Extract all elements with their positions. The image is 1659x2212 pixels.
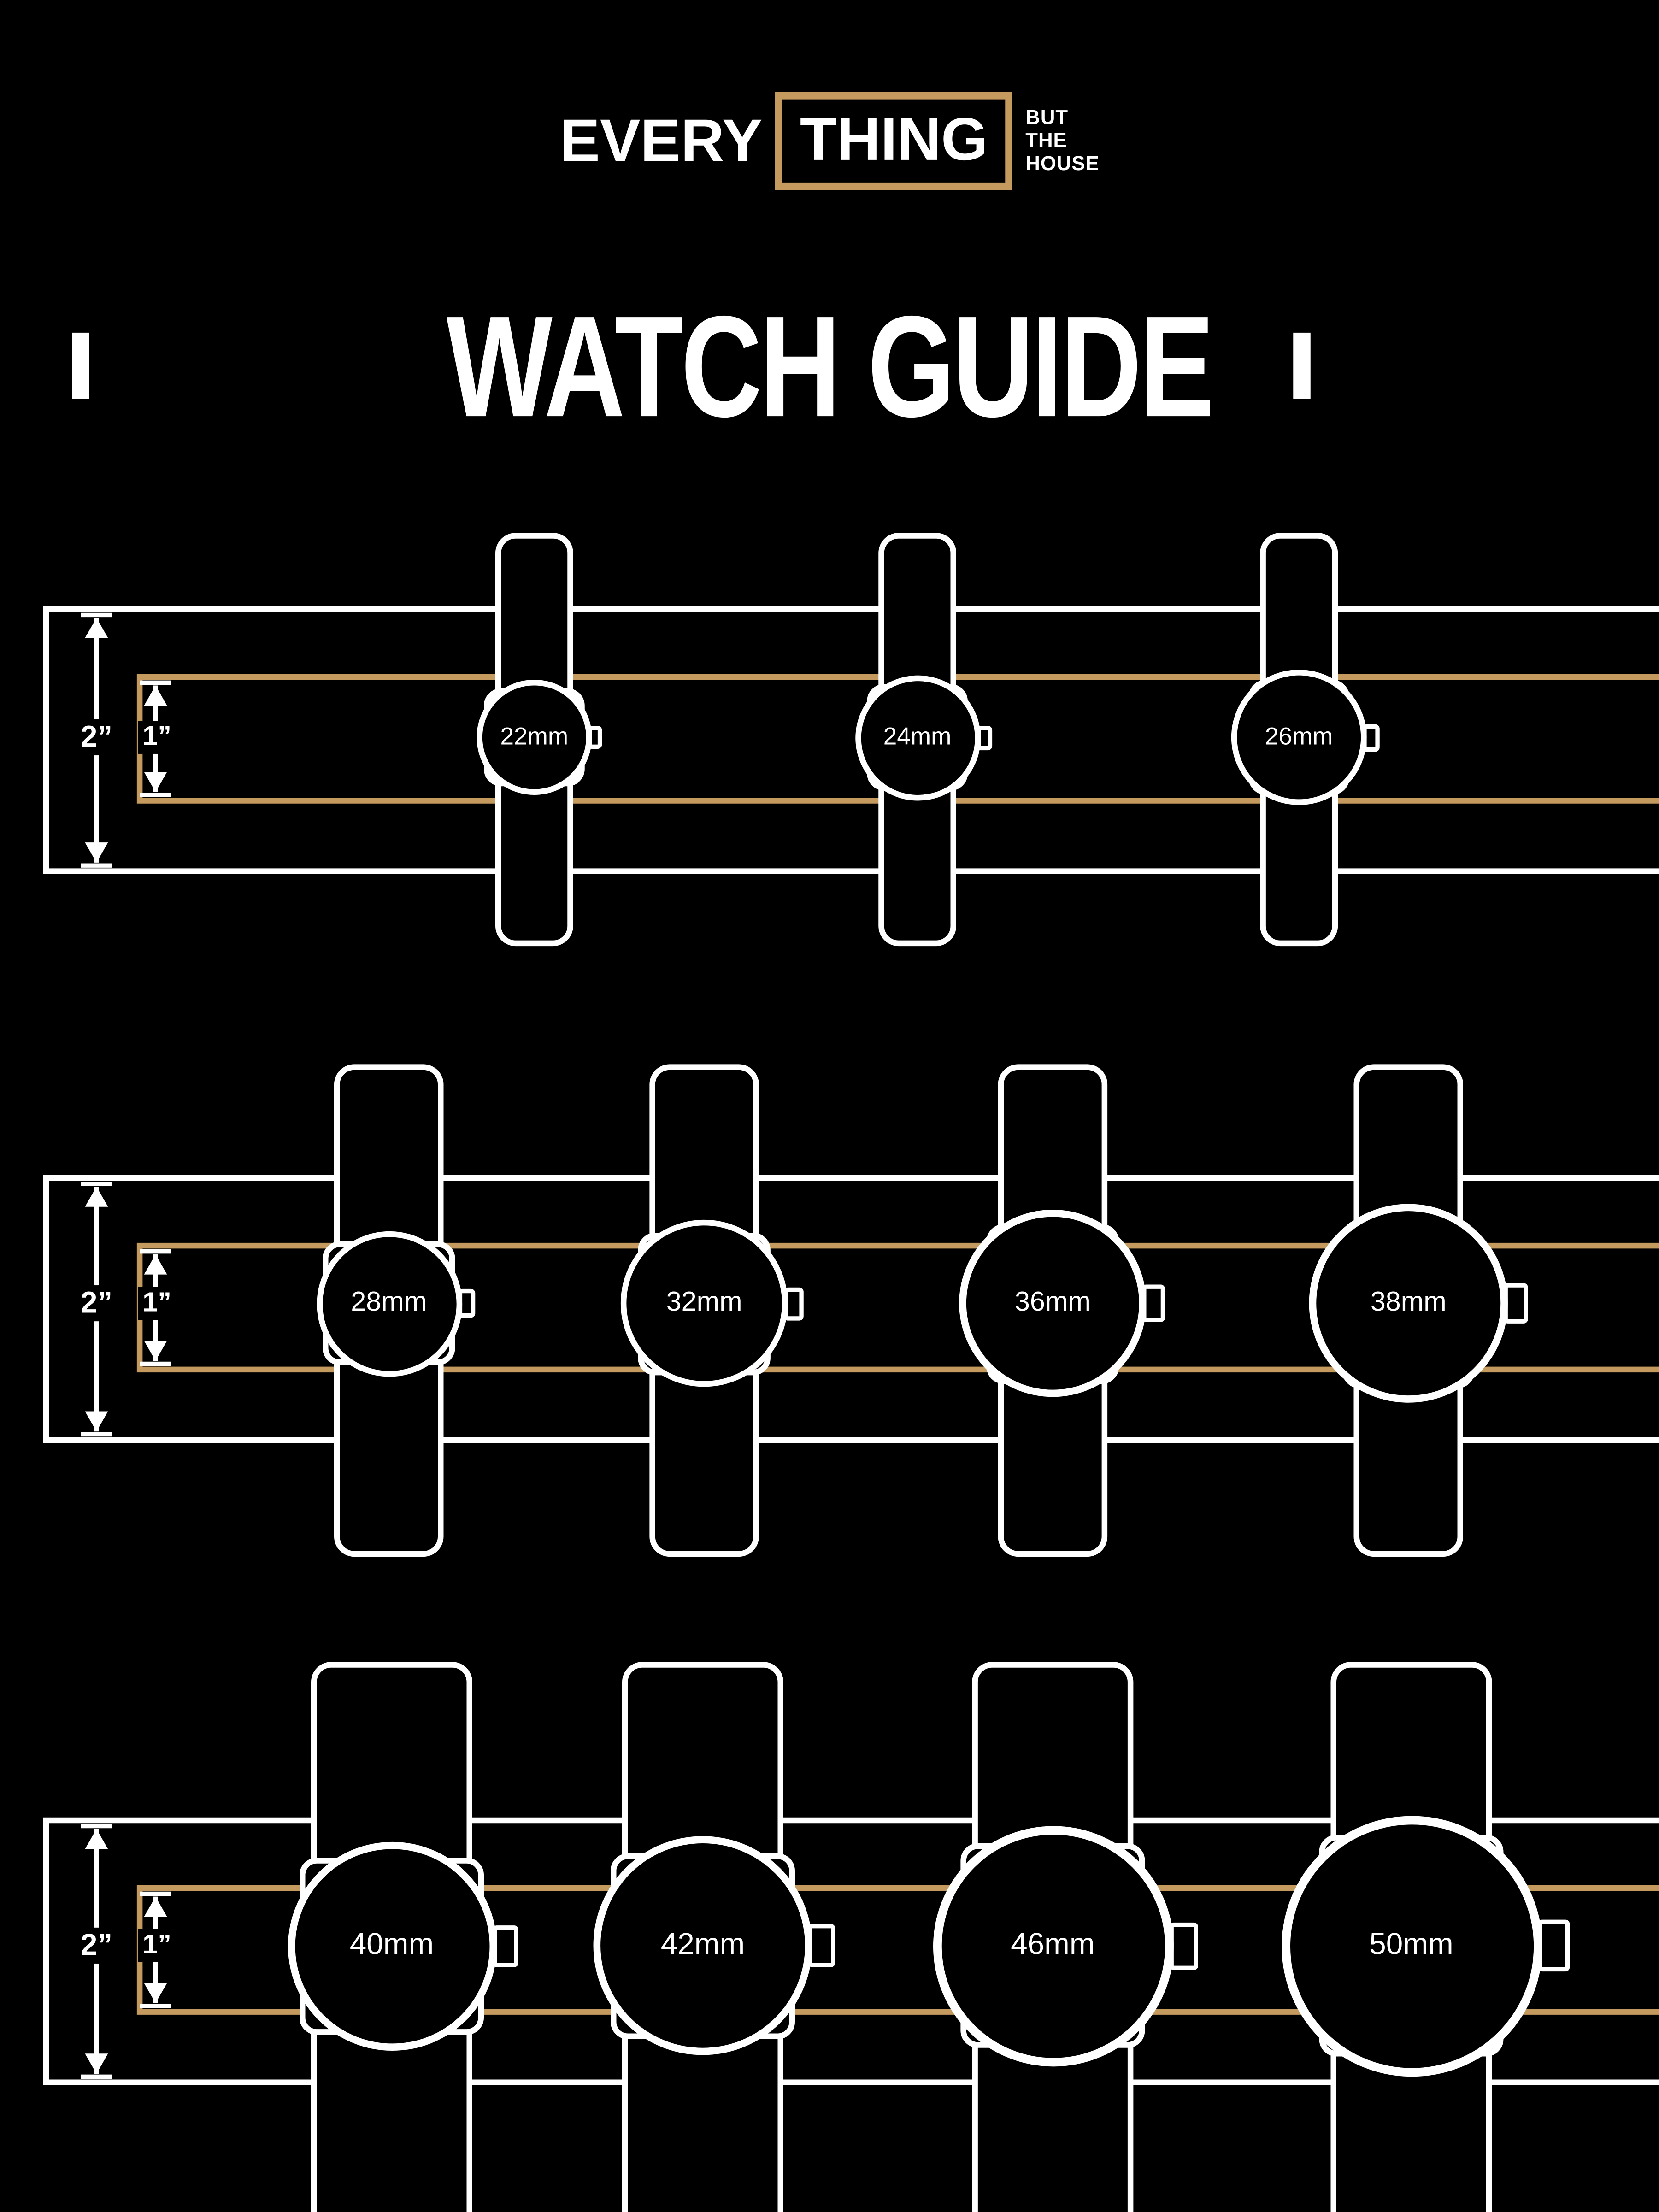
band-inner-1in-row-3 xyxy=(136,1885,1659,2015)
watch-crown-46mm xyxy=(1168,1922,1198,1970)
logo-thing-box: THING xyxy=(775,92,1013,190)
decorative-tick-left xyxy=(72,332,89,399)
watch-size-label-28mm: 28mm xyxy=(351,1287,427,1318)
watch-size-label-32mm: 32mm xyxy=(666,1287,742,1318)
dimension-label-1in-row-1: 1” xyxy=(138,721,176,754)
logo-thing-text: THING xyxy=(800,105,988,173)
watch-face-24mm: 24mm xyxy=(854,675,980,800)
watch-size-label-24mm: 24mm xyxy=(883,723,952,751)
logo-but-the-house: BUT THE HOUSE xyxy=(1025,106,1100,175)
watch-crown-50mm xyxy=(1537,1919,1569,1972)
watch-size-label-26mm: 26mm xyxy=(1265,723,1333,751)
dimension-label-1in-row-2: 1” xyxy=(138,1287,176,1320)
logo-every-text: EVERY xyxy=(559,106,763,175)
dimension-label-1in-row-3: 1” xyxy=(138,1929,176,1962)
logo-the-text: THE xyxy=(1025,128,1067,152)
watch-face-26mm: 26mm xyxy=(1231,670,1367,805)
watch-face-50mm: 50mm xyxy=(1281,1815,1542,2076)
watch-face-42mm: 42mm xyxy=(593,1836,812,2055)
band-outer-2in-row-2 xyxy=(43,1175,1659,1443)
watch-size-label-22mm: 22mm xyxy=(500,723,569,751)
band-outer-2in-row-1 xyxy=(43,606,1659,874)
watch-face-40mm: 40mm xyxy=(287,1841,496,2050)
watch-size-label-50mm: 50mm xyxy=(1369,1928,1453,1962)
dimension-label-2in-row-2: 2” xyxy=(76,1285,117,1322)
watch-size-label-42mm: 42mm xyxy=(660,1928,745,1962)
logo-but-text: BUT xyxy=(1025,106,1069,129)
title-row: WATCH GUIDE xyxy=(0,286,1659,448)
watch-face-36mm: 36mm xyxy=(959,1210,1147,1397)
logo-house-text: HOUSE xyxy=(1025,151,1100,174)
watch-face-22mm: 22mm xyxy=(477,680,592,795)
dimension-label-2in-row-1: 2” xyxy=(76,719,117,756)
page-title: WATCH GUIDE xyxy=(447,286,1214,448)
watch-size-label-46mm: 46mm xyxy=(1011,1928,1095,1962)
watch-face-28mm: 28mm xyxy=(316,1230,462,1376)
watch-face-46mm: 46mm xyxy=(932,1825,1173,2066)
watch-size-label-36mm: 36mm xyxy=(1014,1287,1091,1318)
decorative-tick-right xyxy=(1293,332,1311,399)
watch-size-label-40mm: 40mm xyxy=(349,1928,434,1962)
brand-logo: EVERY THING BUT THE HOUSE xyxy=(0,92,1659,190)
dimension-label-2in-row-3: 2” xyxy=(76,1927,117,1964)
watch-face-38mm: 38mm xyxy=(1309,1204,1508,1403)
watch-face-32mm: 32mm xyxy=(620,1219,788,1387)
band-inner-1in-row-2 xyxy=(136,1242,1659,1373)
watch-size-label-38mm: 38mm xyxy=(1370,1287,1447,1318)
